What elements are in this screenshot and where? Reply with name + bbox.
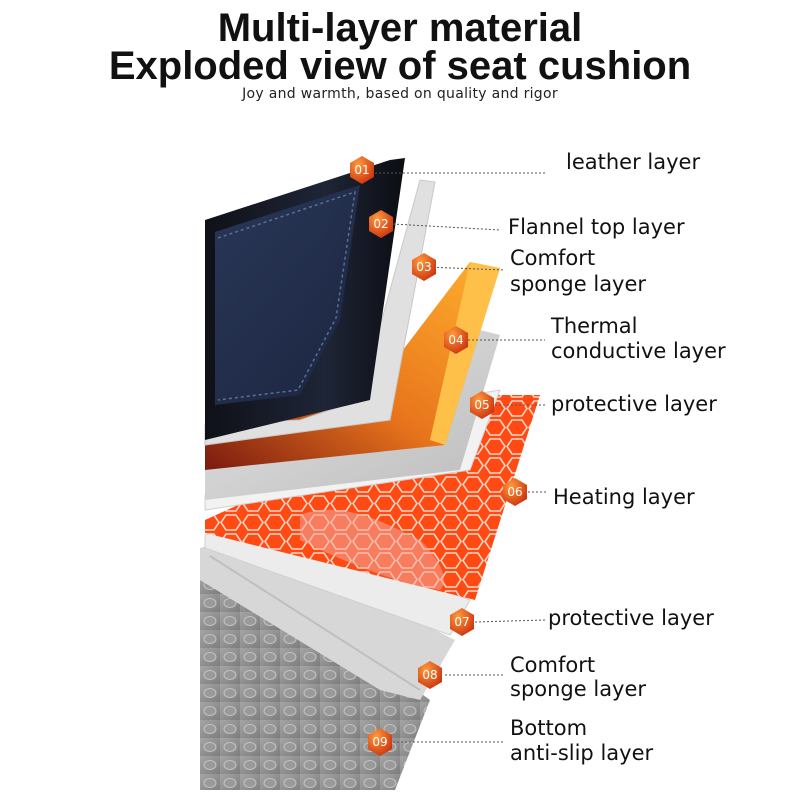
label-flannel-top-layer: Flannel top layer (508, 215, 685, 239)
badge-09-number: 09 (372, 735, 387, 749)
label-protective-layer-upper: protective layer (551, 392, 717, 416)
badge-02-number: 02 (373, 217, 388, 231)
label-leather-layer: leather layer (566, 150, 701, 174)
title-line-2: Exploded view of seat cushion (108, 44, 692, 88)
badge-05: 05 (470, 391, 494, 419)
label-bottom-line1: Bottom (510, 716, 588, 740)
badge-02: 02 (369, 210, 393, 238)
layer-02-shape (204, 179, 436, 446)
label-comfort-sponge-top-line1: Comfort (510, 246, 596, 270)
badge-06-number: 06 (507, 485, 522, 499)
label-comfort-sponge-bottom-line1: Comfort (510, 653, 596, 677)
badge-04: 04 (444, 326, 468, 354)
label-thermal-line1: Thermal (551, 314, 638, 338)
label-protective-layer-lower: protective layer (548, 606, 714, 630)
badge-07: 07 (450, 608, 474, 636)
label-thermal-line2: conductive layer (551, 339, 726, 363)
label-comfort-sponge-top-line2: sponge layer (510, 272, 647, 296)
layer-08-shape (200, 535, 455, 700)
badge-01-number: 01 (354, 163, 369, 177)
title-line-1: Multi-layer material (217, 6, 583, 50)
label-heating-layer: Heating layer (553, 485, 695, 509)
badge-08-number: 08 (422, 668, 437, 682)
label-bottom-line2: anti-slip layer (510, 741, 654, 765)
badge-08: 08 (418, 661, 442, 689)
label-comfort-sponge-bottom-line2: sponge layer (510, 677, 647, 701)
badge-07-number: 07 (454, 615, 469, 629)
badge-05-number: 05 (474, 398, 489, 412)
subtitle: Joy and warmth, based on quality and rig… (242, 86, 558, 102)
badge-03-number: 03 (416, 260, 431, 274)
badge-06: 06 (503, 478, 527, 506)
badge-09: 09 (368, 728, 392, 756)
badge-03: 03 (412, 253, 436, 281)
badge-04-number: 04 (448, 333, 463, 347)
badge-01: 01 (350, 156, 374, 184)
